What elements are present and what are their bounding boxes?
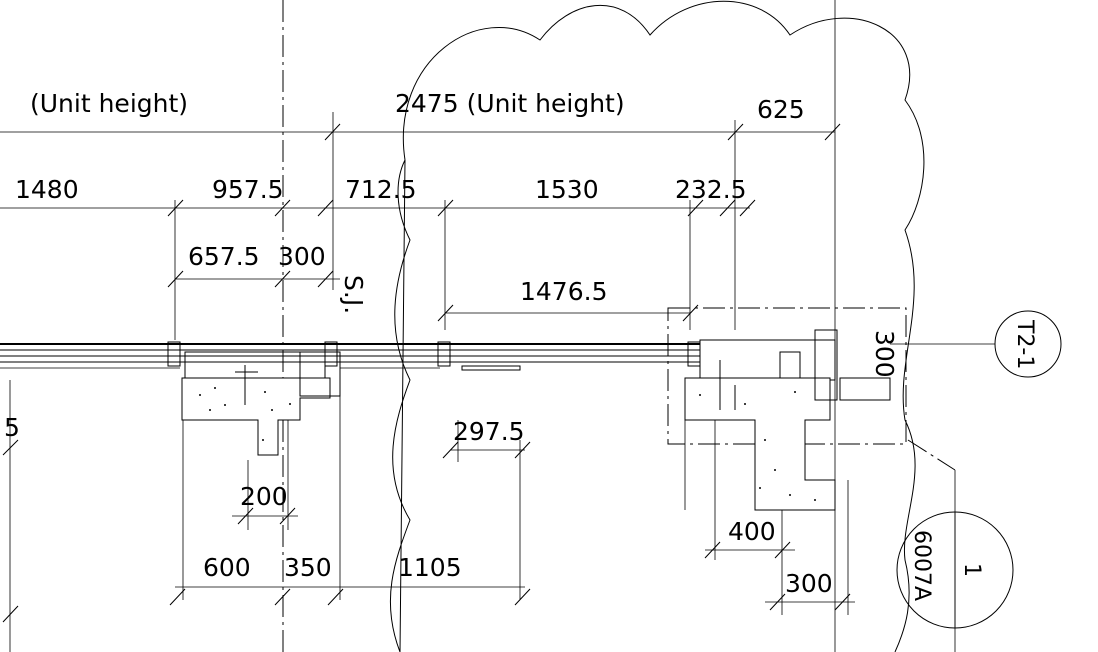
dim-657-5: 657.5 — [188, 242, 260, 271]
dim-5: 5 — [4, 413, 20, 442]
dim-712-5: 712.5 — [345, 175, 417, 204]
dim-unit-height-left: (Unit height) — [30, 89, 188, 118]
section-number: 1 — [959, 563, 984, 577]
dim-300-row3: 300 — [278, 242, 326, 271]
section-sheet: 6007A — [909, 530, 934, 601]
revision-cloud — [389, 0, 925, 652]
dim-625: 625 — [757, 95, 805, 124]
dim-957-5: 957.5 — [212, 175, 284, 204]
dim-1530: 1530 — [535, 175, 599, 204]
dim-1480: 1480 — [15, 175, 79, 204]
dim-1476-5: 1476.5 — [520, 277, 607, 306]
glazing-rails — [0, 341, 701, 371]
dim-232-5: 232.5 — [675, 175, 747, 204]
detail-bubble — [994, 310, 1062, 378]
dim-unit-height-right: 2475 (Unit height) — [395, 89, 625, 118]
dim-200: 200 — [240, 482, 288, 511]
dim-350: 350 — [284, 553, 332, 582]
left-slab-section — [181, 351, 341, 456]
dim-300-right: 300 — [785, 569, 833, 598]
dim-300-side: 300 — [870, 330, 899, 378]
dim-600: 600 — [203, 553, 251, 582]
dim-sj: S.J. — [339, 275, 368, 314]
right-slab-section — [667, 307, 956, 652]
dim-1105: 1105 — [398, 553, 462, 582]
detail-ref-label: T2-1 — [1012, 319, 1037, 369]
dim-297-5: 297.5 — [453, 417, 525, 446]
dim-400: 400 — [728, 517, 776, 546]
